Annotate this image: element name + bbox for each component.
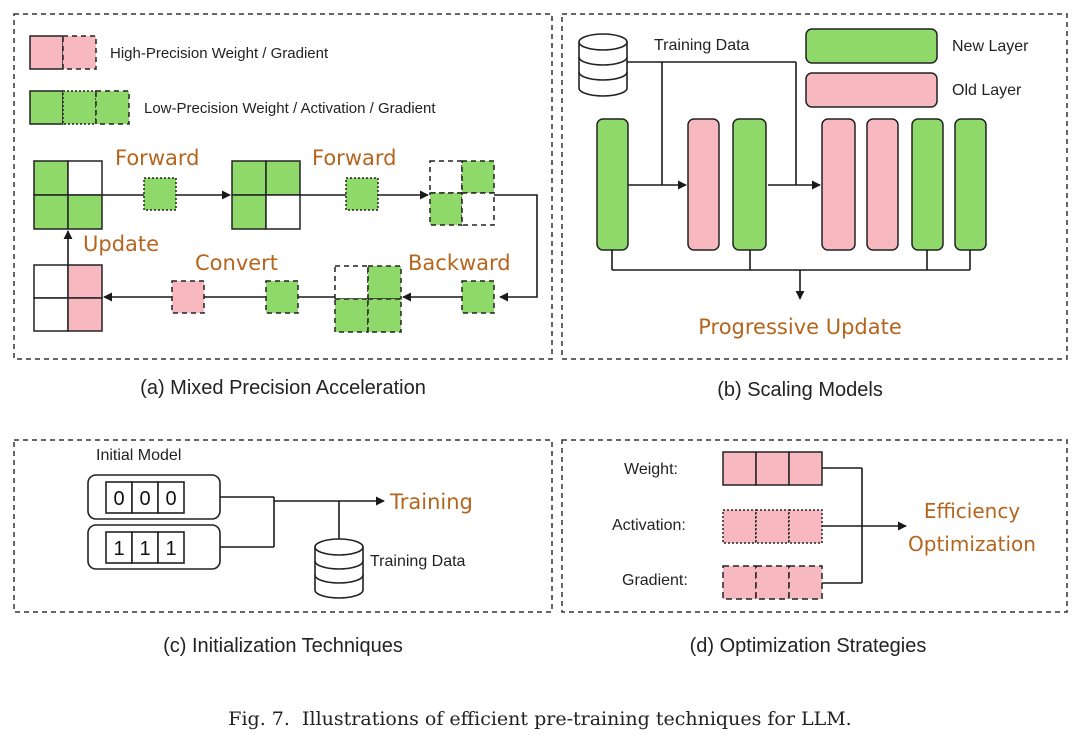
gradient-box-low-precision xyxy=(265,280,299,314)
weight-bar xyxy=(722,451,823,486)
backward-label: Backward xyxy=(408,251,511,275)
training-data-label-b: Training Data xyxy=(654,37,750,54)
weight-grid-low-precision-2 xyxy=(231,160,301,230)
old-layer-label: Old Layer xyxy=(952,82,1022,99)
model-b-digit-box-3 xyxy=(157,531,185,564)
model-a-digit-3: 0 xyxy=(165,488,176,510)
activation-box-1 xyxy=(143,177,177,211)
training-label: Training xyxy=(389,490,473,514)
panel-d-frame xyxy=(561,439,1068,613)
progressive-update-bus xyxy=(611,250,971,271)
new-layer-legend-swatch xyxy=(805,28,938,64)
efficiency-label-line2: Optimization xyxy=(908,532,1036,556)
progressive-update-label: Progressive Update xyxy=(698,315,902,339)
gradient-label: Gradient: xyxy=(622,572,688,589)
model-b-digit-box-2 xyxy=(131,531,159,564)
panel-c-frame xyxy=(13,439,553,613)
legend-low-precision-label: Low-Precision Weight / Activation / Grad… xyxy=(144,100,436,117)
layer-model1-new xyxy=(596,118,629,251)
gradient-grid-dashed xyxy=(334,265,402,333)
update-label: Update xyxy=(83,232,159,256)
gradient-box-high-precision xyxy=(171,280,205,314)
forward-label-2: Forward xyxy=(312,146,396,170)
layer-model2-old xyxy=(687,118,720,251)
model-a-digit-box-2 xyxy=(131,481,159,514)
gradient-box-backward xyxy=(461,280,495,314)
panel-c-caption: (c) Initialization Techniques xyxy=(163,635,403,657)
database-icon-c xyxy=(314,538,364,599)
activation-bar xyxy=(722,509,823,544)
legend-high-precision-label: High-Precision Weight / Gradient xyxy=(110,45,329,62)
panel-b-scaling-models: Training Data New Layer Old Layer xyxy=(561,13,1068,401)
activation-box-2 xyxy=(345,177,379,211)
panel-a-frame xyxy=(13,13,553,360)
layer-model2-new xyxy=(732,118,767,251)
weight-grid-low-precision-1 xyxy=(33,160,103,230)
gradient-bar xyxy=(722,565,823,600)
layer-model3-old-2 xyxy=(866,118,899,251)
database-icon xyxy=(578,33,628,97)
initial-model-label: Initial Model xyxy=(96,447,181,464)
model-a-digit-2: 0 xyxy=(139,488,150,510)
output-grid-dashed xyxy=(429,160,495,226)
training-data-label-c: Training Data xyxy=(370,553,466,570)
master-weight-grid-high-precision xyxy=(33,264,103,332)
figure-caption: Fig. 7. Illustrations of efficient pre-t… xyxy=(228,708,851,730)
model-b-digit-1: 1 xyxy=(113,538,124,560)
panel-d-optimization: Weight: Activation: Gradient: Efficiency… xyxy=(561,439,1068,657)
model-a-digit-box-1 xyxy=(105,481,133,514)
weight-label: Weight: xyxy=(624,461,678,478)
model-a-digit-box-3 xyxy=(157,481,185,514)
layer-model3-old-1 xyxy=(821,118,856,251)
layer-model3-new-1 xyxy=(911,118,944,251)
model-b-digit-2: 1 xyxy=(139,538,150,560)
new-layer-label: New Layer xyxy=(952,38,1029,55)
old-layer-legend-swatch xyxy=(805,72,938,108)
activation-label: Activation: xyxy=(612,517,686,534)
model-merge-connector xyxy=(220,496,340,548)
model-b-digit-3: 1 xyxy=(165,538,176,560)
convert-label: Convert xyxy=(195,251,278,275)
panel-c-initialization: Initial Model 0 0 0 1 1 1 Training xyxy=(13,439,553,657)
panel-b-caption: (b) Scaling Models xyxy=(717,379,883,401)
forward-label-1: Forward xyxy=(115,146,199,170)
panel-a-caption: (a) Mixed Precision Acceleration xyxy=(140,377,426,399)
connector-right-down xyxy=(494,194,538,302)
efficiency-label-line1: Efficiency xyxy=(924,499,1021,523)
model-b-digit-box-1 xyxy=(105,531,133,564)
legend-high-precision-swatch xyxy=(29,35,97,70)
model-a-digit-1: 0 xyxy=(113,488,124,510)
legend-low-precision-swatch xyxy=(29,90,130,125)
panel-b-frame xyxy=(561,13,1068,360)
layer-model3-new-2 xyxy=(954,118,987,251)
panel-d-caption: (d) Optimization Strategies xyxy=(690,635,927,657)
panel-a-mixed-precision: High-Precision Weight / Gradient Low-Pre… xyxy=(13,13,553,399)
